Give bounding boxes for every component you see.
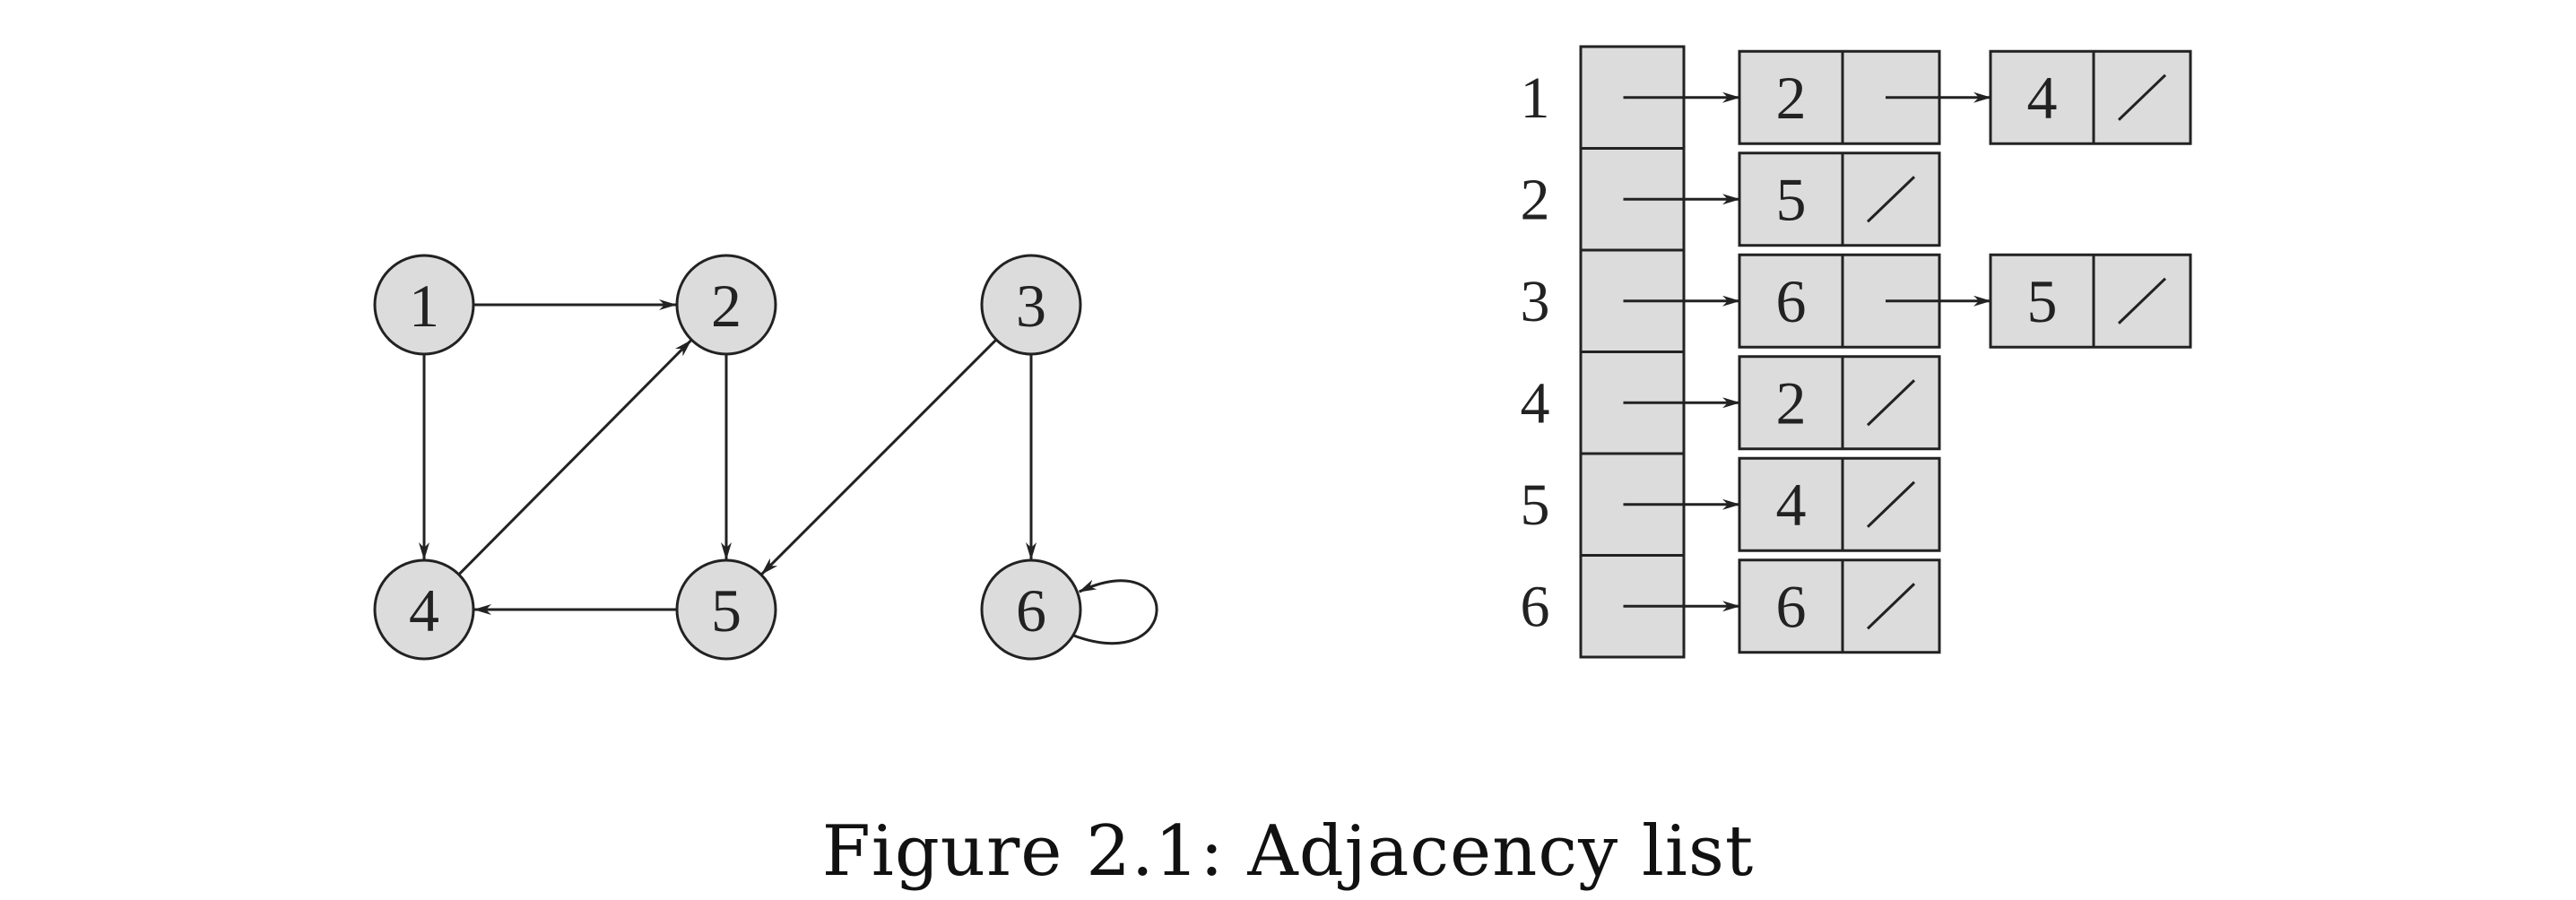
node-5-circle bbox=[675, 558, 777, 661]
list-node-value: 4 bbox=[1776, 471, 1807, 539]
edge-4-2 bbox=[457, 339, 692, 575]
null-pointer-slash bbox=[2117, 277, 2167, 325]
node-3-label: 3 bbox=[1016, 272, 1046, 340]
list-node-value: 2 bbox=[1776, 368, 1807, 437]
node-4-label: 4 bbox=[409, 576, 439, 645]
list-node bbox=[1738, 355, 1941, 451]
node-6-label: 6 bbox=[1016, 576, 1046, 645]
node-2-circle bbox=[675, 254, 777, 356]
vertex-index-label: 2 bbox=[1521, 167, 1550, 232]
edge-6-6 bbox=[1072, 579, 1158, 645]
list-node-value: 6 bbox=[1776, 572, 1807, 640]
vertex-index-label: 4 bbox=[1521, 370, 1550, 436]
node-4-circle bbox=[373, 558, 475, 661]
node-5-label: 5 bbox=[711, 576, 742, 645]
list-node-value: 5 bbox=[1776, 165, 1807, 233]
null-pointer-slash bbox=[1866, 176, 1916, 223]
list-node bbox=[1989, 49, 2192, 145]
null-pointer-slash bbox=[2117, 74, 2167, 121]
node-1-circle bbox=[373, 254, 475, 356]
vertex-index-label: 1 bbox=[1521, 65, 1550, 131]
node-2-label: 2 bbox=[711, 272, 742, 340]
node-3-circle bbox=[980, 254, 1082, 356]
vertex-index-label: 3 bbox=[1521, 269, 1550, 334]
list-node bbox=[1738, 456, 1941, 552]
adjacency-list-structure: 1 2 4 2 5 3 6 5 4 2 5 4 6 6 bbox=[1521, 45, 2192, 659]
node-1-label: 1 bbox=[409, 272, 439, 340]
vertex-index-label: 5 bbox=[1521, 472, 1550, 538]
list-node-value: 2 bbox=[1776, 64, 1807, 132]
list-node bbox=[1989, 253, 2192, 349]
null-pointer-slash bbox=[1866, 379, 1916, 427]
vertex-index-label: 6 bbox=[1521, 574, 1550, 639]
directed-graph: 1 2 3 4 5 6 bbox=[373, 254, 1158, 661]
null-pointer-slash bbox=[1866, 583, 1916, 630]
figure-caption: Figure 2.1: Adjacency list bbox=[821, 811, 1755, 892]
edge-3-5 bbox=[760, 338, 998, 575]
node-6-circle bbox=[980, 558, 1082, 661]
list-node-value: 5 bbox=[2027, 267, 2058, 335]
list-node-value: 6 bbox=[1776, 267, 1807, 335]
list-node bbox=[1738, 558, 1941, 654]
list-node bbox=[1738, 151, 1941, 247]
null-pointer-slash bbox=[1866, 480, 1916, 528]
list-node-value: 4 bbox=[2027, 64, 2058, 132]
